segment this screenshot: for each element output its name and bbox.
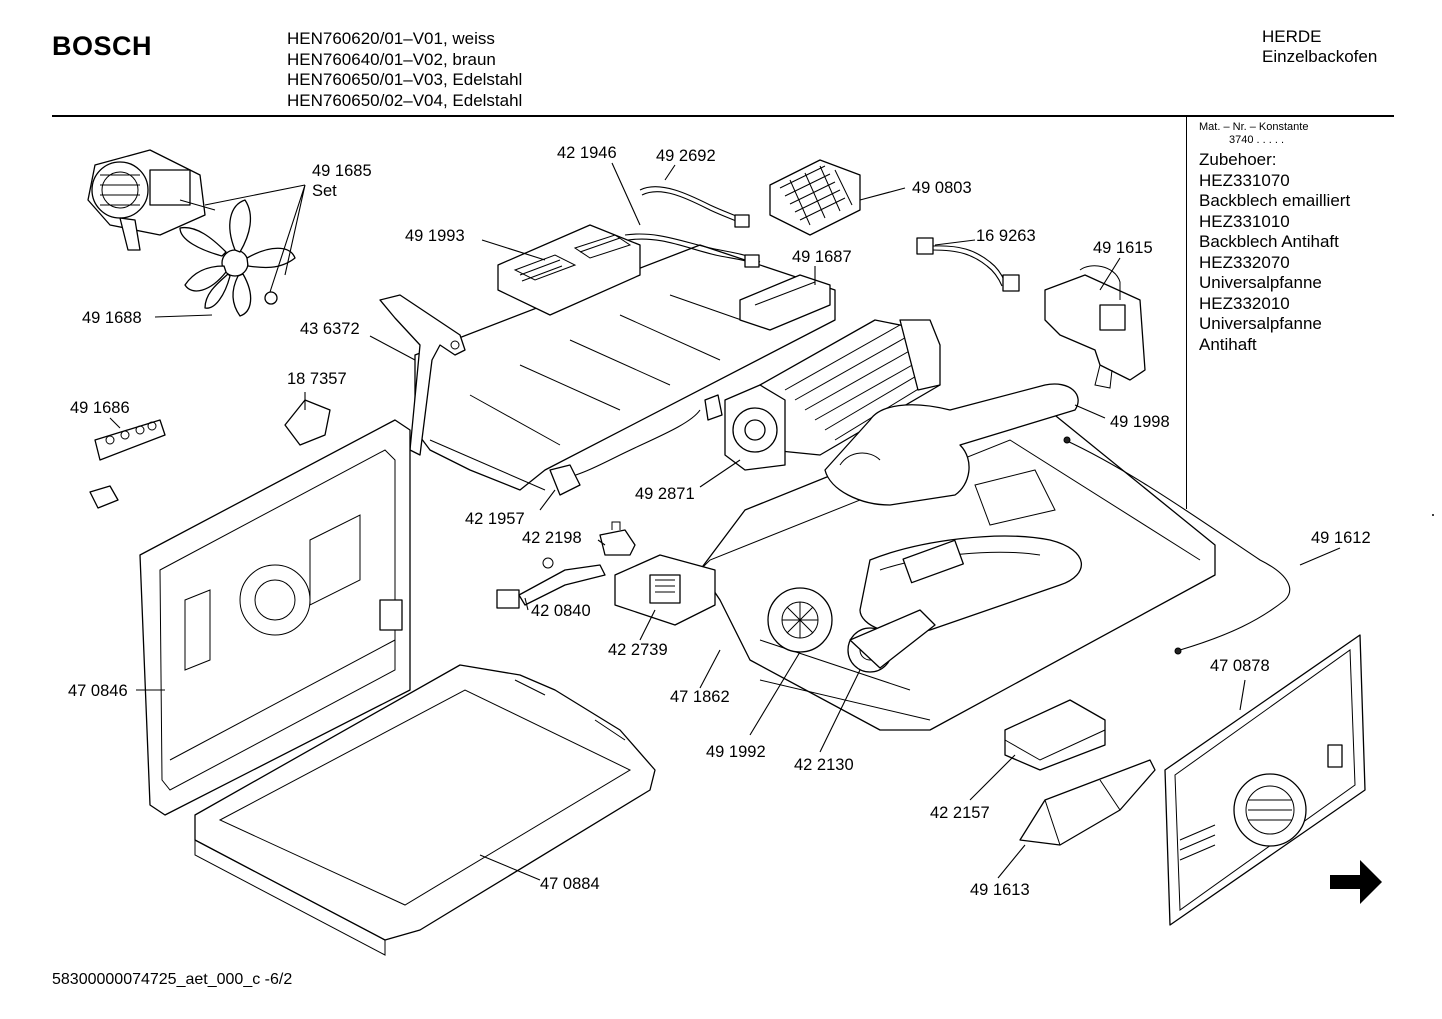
tangential-fan-part <box>549 319 941 496</box>
part-label: 42 2130 <box>794 756 854 774</box>
part-label: 49 1998 <box>1110 413 1170 431</box>
cable-part <box>916 237 1020 292</box>
part-label: 49 2692 <box>656 147 716 165</box>
part-label: 49 1615 <box>1093 239 1153 257</box>
heating-element-part <box>1063 436 1291 655</box>
leader-lines <box>109 162 1341 881</box>
transformer-part <box>614 554 716 626</box>
part-label: 49 1688 <box>82 309 142 327</box>
accessory-list: Zubehoer: HEZ331070 Backblech emailliert… <box>1199 150 1350 355</box>
accessory-item: HEZ332010 <box>1199 293 1290 313</box>
accessory-item: Universalpfanne <box>1199 314 1322 333</box>
part-labels: 49 1685 Set 49 1688 42 1946 49 2692 49 0… <box>68 144 1371 899</box>
part-label: Set <box>312 182 337 200</box>
part-label: 47 0878 <box>1210 657 1270 675</box>
bracket-part <box>379 294 466 456</box>
part-label: 49 0803 <box>912 179 972 197</box>
part-label: 43 6372 <box>300 320 360 338</box>
accessory-item: Backblech Antihaft <box>1199 232 1339 251</box>
part-label: 42 2739 <box>608 641 668 659</box>
part-label: 49 1993 <box>405 227 465 245</box>
accessory-divider <box>1186 117 1187 509</box>
part-label: 42 1957 <box>465 510 525 528</box>
part-label: 49 1687 <box>792 248 852 266</box>
arrow-right-icon <box>1330 860 1382 904</box>
front-panel-part <box>1164 634 1366 926</box>
part-label: 16 9263 <box>976 227 1036 245</box>
part-label: 18 7357 <box>287 370 347 388</box>
wire-harness-part <box>624 186 761 268</box>
model-line: HEN760640/01–V02, braun <box>287 49 496 69</box>
model-line: HEN760650/02–V04, Edelstahl <box>287 90 523 110</box>
accessory-item: HEZ332070 <box>1199 252 1290 272</box>
document-id: 58300000074725_aet_000_c -6/2 <box>52 971 293 988</box>
subcategory: Einzelbackofen <box>1262 47 1378 66</box>
thermostat-part <box>599 521 636 556</box>
model-line: HEN760620/01–V01, weiss <box>287 29 495 48</box>
accessory-panel: Mat. – Nr. – Konstante 3740 . . . . . Zu… <box>1199 121 1350 355</box>
fan-motor-part <box>87 149 216 251</box>
model-line: HEN760650/01–V03, Edelstahl <box>287 70 523 89</box>
accessory-item: HEZ331010 <box>1199 211 1290 231</box>
part-label: 47 1862 <box>670 688 730 706</box>
part-label: 47 0884 <box>540 875 600 893</box>
switch-block-part <box>89 399 331 509</box>
accessory-item: Backblech emailliert <box>1199 191 1351 210</box>
part-label: 47 0846 <box>68 682 128 700</box>
accessory-item: Universalpfanne <box>1199 273 1322 292</box>
part-label: 42 1946 <box>557 144 617 162</box>
door-lock-part <box>1044 265 1146 389</box>
sensor-probe-part <box>496 557 606 609</box>
accessory-item: Antihaft <box>1199 334 1257 354</box>
rear-fan-part <box>767 587 936 673</box>
part-label: 49 2871 <box>635 485 695 503</box>
part-label: 42 0840 <box>531 602 591 620</box>
electronics-module-part <box>1004 699 1106 771</box>
cavity-base-part <box>699 383 1216 731</box>
header-divider <box>52 115 1394 117</box>
mat-nr-label: Mat. – Nr. – Konstante <box>1199 121 1309 133</box>
side-panel-part <box>139 419 411 816</box>
category-block: HERDE Einzelbackofen <box>1262 27 1377 67</box>
brand-logo: BOSCH <box>52 31 153 61</box>
part-label: 49 1613 <box>970 881 1030 899</box>
konstante-value: 3740 . . . . . <box>1229 134 1285 146</box>
part-label: 42 2157 <box>930 804 990 822</box>
part-label: 49 1686 <box>70 399 130 417</box>
stray-dot <box>1432 514 1434 516</box>
part-label: 49 1612 <box>1311 529 1371 547</box>
accessory-item: Zubehoer: <box>1199 150 1277 169</box>
part-label: 42 2198 <box>522 529 582 547</box>
accessory-item: HEZ331070 <box>1199 170 1290 190</box>
model-list: HEN760620/01–V01, weiss HEN760640/01–V02… <box>287 29 522 111</box>
part-label: 49 1992 <box>706 743 766 761</box>
sensor-box-part <box>769 159 861 236</box>
control-board-part <box>414 224 836 491</box>
category: HERDE <box>1262 27 1322 46</box>
part-label: 49 1685 <box>312 162 372 180</box>
cavity-tray-part <box>194 664 656 956</box>
air-duct-part <box>1019 759 1156 846</box>
